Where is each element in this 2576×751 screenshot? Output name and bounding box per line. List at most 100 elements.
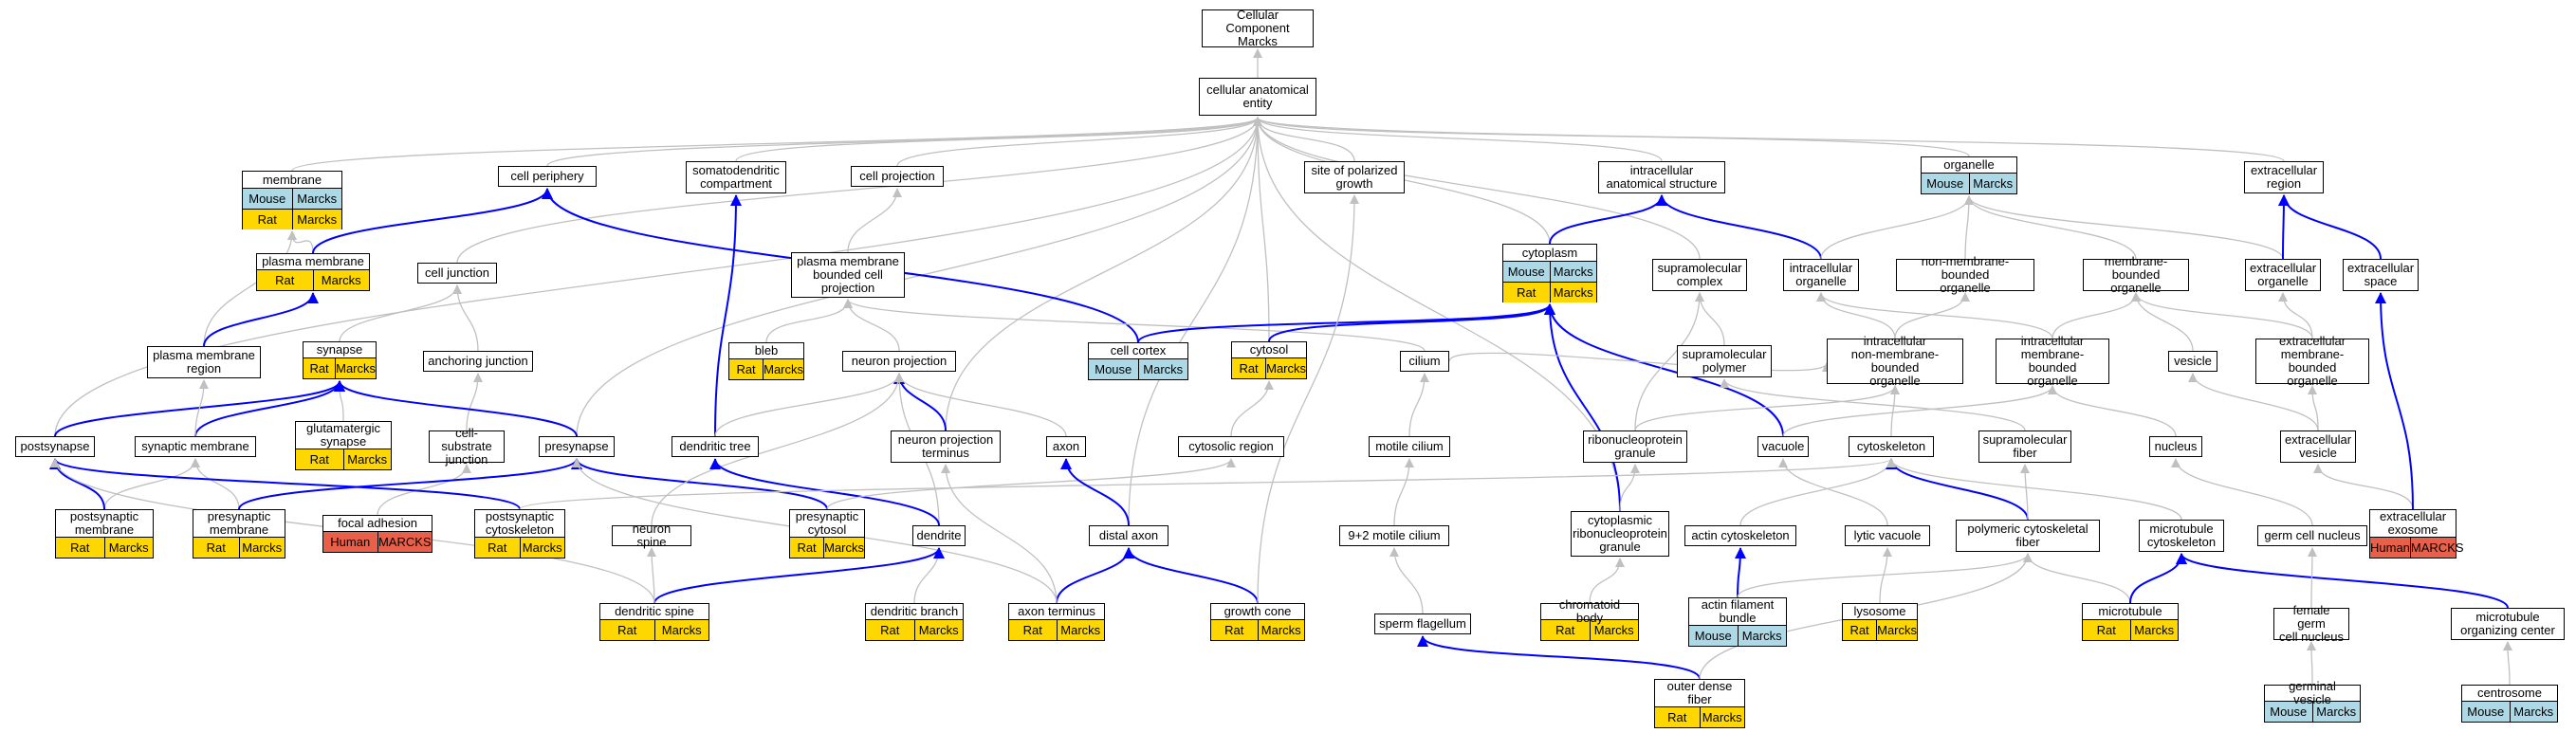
node-supracomplex[interactable]: supramolecular complex xyxy=(1652,259,1747,291)
node-label: chromatoid body xyxy=(1558,597,1621,625)
node-pmbcp[interactable]: plasma membrane bounded cell projection xyxy=(791,252,905,298)
node-celljunction[interactable]: cell junction xyxy=(417,263,497,284)
node-root[interactable]: Cellular Component Marcks xyxy=(1202,8,1314,47)
node-extraspace[interactable]: extracellular space xyxy=(2343,259,2419,291)
gene-name: Marcks xyxy=(291,210,342,229)
node-rnpgranule[interactable]: ribonucleoprotein granule xyxy=(1583,430,1687,463)
node-germnucleus[interactable]: germ cell nucleus xyxy=(2257,525,2367,546)
node-extravesicle[interactable]: extracellular vesicle xyxy=(2280,430,2356,463)
edge-pmbcp-to-cellproj xyxy=(847,188,902,253)
node-intraorg[interactable]: intracellular organelle xyxy=(1783,259,1859,291)
node-intranonmem[interactable]: intracellular non-membrane-bounded organ… xyxy=(1827,334,1963,387)
node-lyticvac[interactable]: lytic vacuole xyxy=(1845,525,1930,546)
edge-suprafiber-to-suprapolymer xyxy=(1720,378,2026,431)
node-nonmemorg[interactable]: non-membrane-bounded organelle xyxy=(1896,254,2034,294)
node-suprafiber[interactable]: supramolecular fiber xyxy=(1978,430,2071,463)
node-cytornp[interactable]: cytoplasmic ribonucleoprotein granule xyxy=(1571,511,1669,557)
node-neuronspine[interactable]: neuron spine xyxy=(612,522,691,548)
node-cytoskeleton[interactable]: cytoskeleton xyxy=(1849,436,1934,457)
node-postsynapse[interactable]: postsynapse xyxy=(15,436,95,457)
node-presynapse[interactable]: presynapse xyxy=(539,436,615,457)
node-cytoregion[interactable]: cytosolic region xyxy=(1178,436,1284,457)
node-vesicle[interactable]: vesicle xyxy=(2168,351,2217,372)
node-motilecilium[interactable]: motile cilium xyxy=(1369,436,1450,457)
node-label: cell cortex xyxy=(1110,343,1167,357)
species-name: Rat xyxy=(488,540,507,555)
node-dendrite[interactable]: dendrite xyxy=(912,525,966,546)
node-femgermnuc[interactable]: female germ cell nucleus xyxy=(2273,603,2349,643)
node-distalaxon[interactable]: distal axon xyxy=(1089,525,1168,546)
species-name: Rat xyxy=(2096,622,2116,637)
node-npterm[interactable]: neuron projection terminus xyxy=(891,430,1001,463)
node-mtoc[interactable]: microtubule organizing center xyxy=(2451,608,2565,640)
node-intraanat[interactable]: intracellular anatomical structure xyxy=(1598,161,1725,193)
node-somato[interactable]: somatodendritic compartment xyxy=(686,161,786,193)
node-polgrowth[interactable]: site of polarized growth xyxy=(1304,161,1405,193)
species-name: Rat xyxy=(797,540,817,555)
node-extraorg[interactable]: extracellular organelle xyxy=(2245,259,2321,291)
node-label: postsynaptic membrane xyxy=(69,509,139,537)
node-cae[interactable]: cellular anatomical entity xyxy=(1199,78,1316,116)
gene-name: Marcks xyxy=(103,538,154,558)
species-name: Rat xyxy=(206,540,226,555)
node-polycytofiber[interactable]: polymeric cytoskeletal fiber xyxy=(1956,520,2100,552)
node-spermflag[interactable]: sperm flagellum xyxy=(1374,614,1471,634)
edge-dendtree-to-neuronproj xyxy=(714,373,904,437)
node-membound[interactable]: membrane-bounded organelle xyxy=(2083,254,2189,294)
node-suprapolymer[interactable]: supramolecular polymer xyxy=(1677,345,1772,377)
node-vacuole[interactable]: vacuole xyxy=(1757,436,1809,457)
edge-somato-to-cae xyxy=(735,117,1262,162)
node-nucleus[interactable]: nucleus xyxy=(2149,436,2202,457)
node-label: axon xyxy=(1052,438,1080,453)
node-cellperiphery[interactable]: cell periphery xyxy=(498,166,597,187)
node-axon[interactable]: axon xyxy=(1046,436,1086,457)
node-ninetwo[interactable]: 9+2 motile cilium xyxy=(1339,525,1449,546)
node-csjunction[interactable]: cell-substrate junction xyxy=(429,426,505,466)
node-actincyto[interactable]: actin cytoskeleton xyxy=(1684,525,1796,546)
edge-presyncytosol-to-presynapse xyxy=(571,458,828,510)
node-neuronproj[interactable]: neuron projection xyxy=(842,351,956,372)
node-extramemorg[interactable]: extracellular membrane-bounded organelle xyxy=(2255,334,2369,387)
node-label: presynaptic membrane xyxy=(207,509,271,537)
node-cilium[interactable]: cilium xyxy=(1400,351,1449,372)
node-mtcyto[interactable]: microtubule cytoskeleton xyxy=(2139,520,2224,552)
node-pmregion[interactable]: plasma membrane region xyxy=(147,346,261,378)
node-extraregion[interactable]: extracellular region xyxy=(2244,161,2324,193)
node-cellproj[interactable]: cell projection xyxy=(851,166,944,187)
node-synmem[interactable]: synaptic membrane xyxy=(135,436,256,457)
node-anchjunction[interactable]: anchoring junction xyxy=(423,351,533,372)
edge-intranonmem-to-intraorg xyxy=(1816,292,1896,339)
node-dendtree[interactable]: dendritic tree xyxy=(672,436,759,457)
node-intramem[interactable]: intracellular membrane-bounded organelle xyxy=(1996,334,2109,387)
edge-csjunction-to-anchjunction xyxy=(466,373,483,431)
